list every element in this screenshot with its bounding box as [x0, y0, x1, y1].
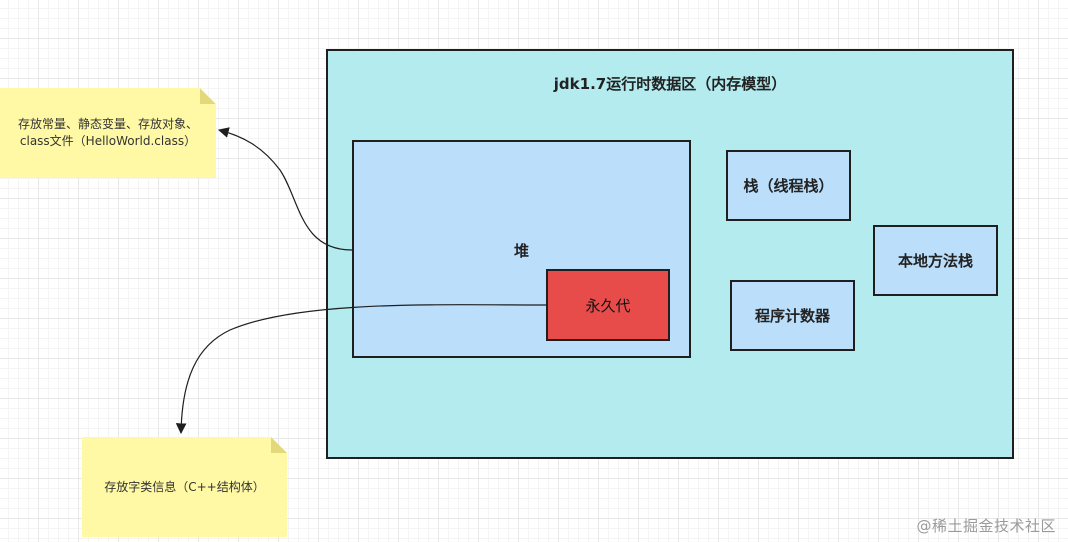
native-method-stack-box: 本地方法栈	[873, 225, 998, 296]
watermark: @稀土掘金技术社区	[916, 517, 1056, 535]
perm-gen-box: 永久代	[546, 269, 670, 341]
program-counter-box: 程序计数器	[730, 280, 855, 351]
native-method-stack-label: 本地方法栈	[897, 252, 973, 270]
perm-gen-label: 永久代	[585, 296, 631, 315]
heap-note-text: 存放常量、静态变量、存放对象、class文件（HelloWorld.class）	[17, 117, 198, 148]
heap-to-note-arrow	[217, 127, 353, 251]
thread-stack-label: 栈（线程栈）	[743, 177, 834, 195]
perm-gen-note-text: 存放字类信息（C++结构体）	[104, 479, 265, 494]
program-counter-label: 程序计数器	[754, 307, 830, 325]
heap-note: 存放常量、静态变量、存放对象、class文件（HelloWorld.class）	[0, 88, 216, 178]
heap-label: 堆	[514, 242, 530, 260]
runtime-data-area-title: jdk1.7运行时数据区（内存模型）	[553, 75, 787, 93]
perm-gen-to-note-arrow	[175, 304, 547, 435]
thread-stack-box: 栈（线程栈）	[726, 150, 851, 221]
perm-gen-note: 存放字类信息（C++结构体）	[82, 437, 287, 537]
